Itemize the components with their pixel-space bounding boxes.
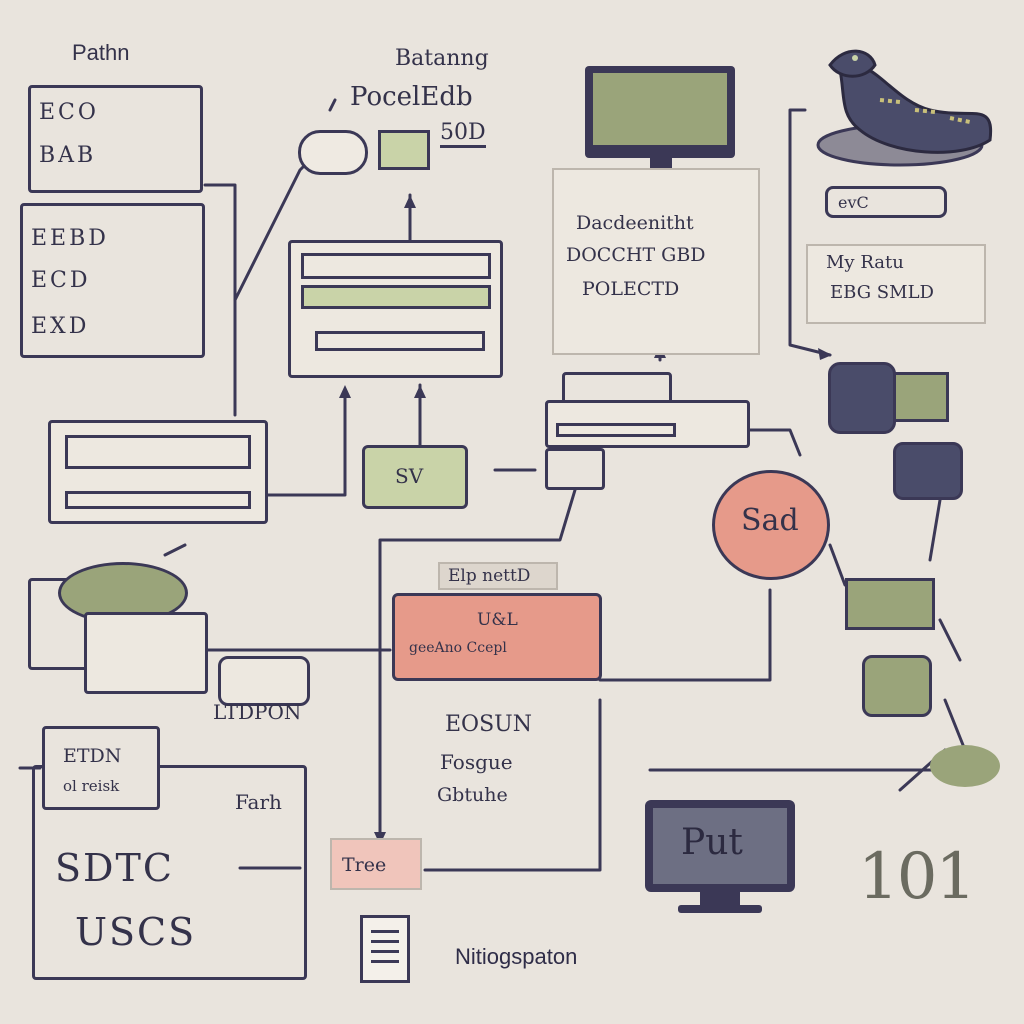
left-list-item: BAB: [39, 143, 97, 168]
right-panel-line: EBG SMLD: [830, 282, 934, 303]
table-header-row: [65, 435, 251, 469]
mid-text: Fosgue: [440, 750, 513, 774]
center-window: [288, 240, 503, 378]
binary-glyph: 101: [858, 840, 976, 914]
header-tag-label: Elp nettD: [448, 566, 531, 586]
right-pill: evC: [825, 186, 947, 218]
left-list-item: ECD: [31, 268, 91, 293]
monitor-bottom-base: [678, 905, 762, 913]
monitor-screen: [593, 73, 727, 145]
left-list-middle: EEBD ECD EXD: [20, 203, 205, 358]
main-output-line: USCS: [75, 910, 197, 954]
database-icon: [828, 362, 896, 434]
right-panel: My Ratu EBG SMLD: [806, 244, 986, 324]
green-note: [378, 130, 430, 170]
pocel-subtitle: PocelEdb: [350, 82, 473, 112]
stacked-window-lower: [545, 448, 605, 490]
doc-label: Nitiogspaton: [455, 944, 578, 969]
table-row: [65, 491, 251, 509]
pink-panel-line: geeAno Ccepl: [409, 640, 507, 656]
pathn-title: Pathn: [72, 40, 130, 65]
disk-icon: [930, 745, 1000, 787]
stack-card: [218, 656, 310, 706]
right-panel-line: My Ratu: [826, 252, 904, 273]
small-pink-tag-label: Tree: [342, 854, 387, 876]
card-line: Dacdeenitht: [576, 212, 694, 234]
card-line: POLECTD: [582, 278, 680, 300]
header-tag: Elp nettD: [438, 562, 558, 590]
storage-block: [893, 372, 949, 422]
small-tag: 50D: [440, 120, 486, 148]
card-line: DOCCHT GBD: [566, 244, 706, 266]
main-output-title: Farh: [235, 790, 282, 814]
process-circle: Sad: [712, 470, 830, 580]
note-line: ol reisk: [63, 777, 120, 795]
stack-label: LTDPON: [213, 700, 302, 724]
cylinder-icon: [862, 655, 932, 717]
monitor-label: Put: [681, 822, 743, 863]
batanng-title: Batanng: [395, 46, 489, 71]
monitor-bottom-neck: [700, 892, 740, 906]
cloud-storage-icon: [893, 442, 963, 500]
window-toolbar: [301, 253, 491, 279]
small-pink-tag: Tree: [330, 838, 422, 890]
pink-panel-line: U&L: [477, 610, 518, 630]
cloud-shape: [298, 130, 368, 175]
right-pill-label: evC: [838, 193, 869, 212]
note-card: ETDN ol reisk: [42, 726, 160, 810]
document-icon: [360, 915, 410, 983]
stacked-window-front: [545, 400, 750, 448]
left-table: [48, 420, 268, 524]
window-bar: [315, 331, 485, 351]
node-card: [84, 612, 208, 694]
main-output-line: SDTC: [55, 846, 174, 890]
mid-text: Gbtuhe: [437, 784, 508, 806]
note-line: ETDN: [63, 745, 122, 767]
window-row: [301, 285, 491, 309]
sv-chip-label: SV: [395, 464, 424, 488]
left-list-item: EXD: [31, 314, 90, 339]
left-list-item: ECO: [39, 100, 99, 125]
description-card: Dacdeenitht DOCCHT GBD POLECTD: [552, 168, 760, 355]
mid-text: EOSUN: [445, 712, 532, 737]
pink-panel: U&L geeAno Ccepl: [392, 593, 602, 681]
left-list-item: EEBD: [31, 226, 109, 251]
monitor-top: [585, 66, 735, 158]
stacked-window-bar: [556, 423, 676, 437]
process-circle-label: Sad: [741, 503, 799, 538]
main-output-box: Farh SDTC USCS: [32, 765, 307, 980]
monitor-bottom: Put: [645, 800, 795, 892]
python-snake-icon: [816, 49, 993, 167]
monitor-bottom-screen: Put: [653, 808, 787, 884]
sv-chip: SV: [362, 445, 468, 509]
left-list-top: ECO BAB: [28, 85, 203, 193]
storage-box-icon: [845, 578, 935, 630]
